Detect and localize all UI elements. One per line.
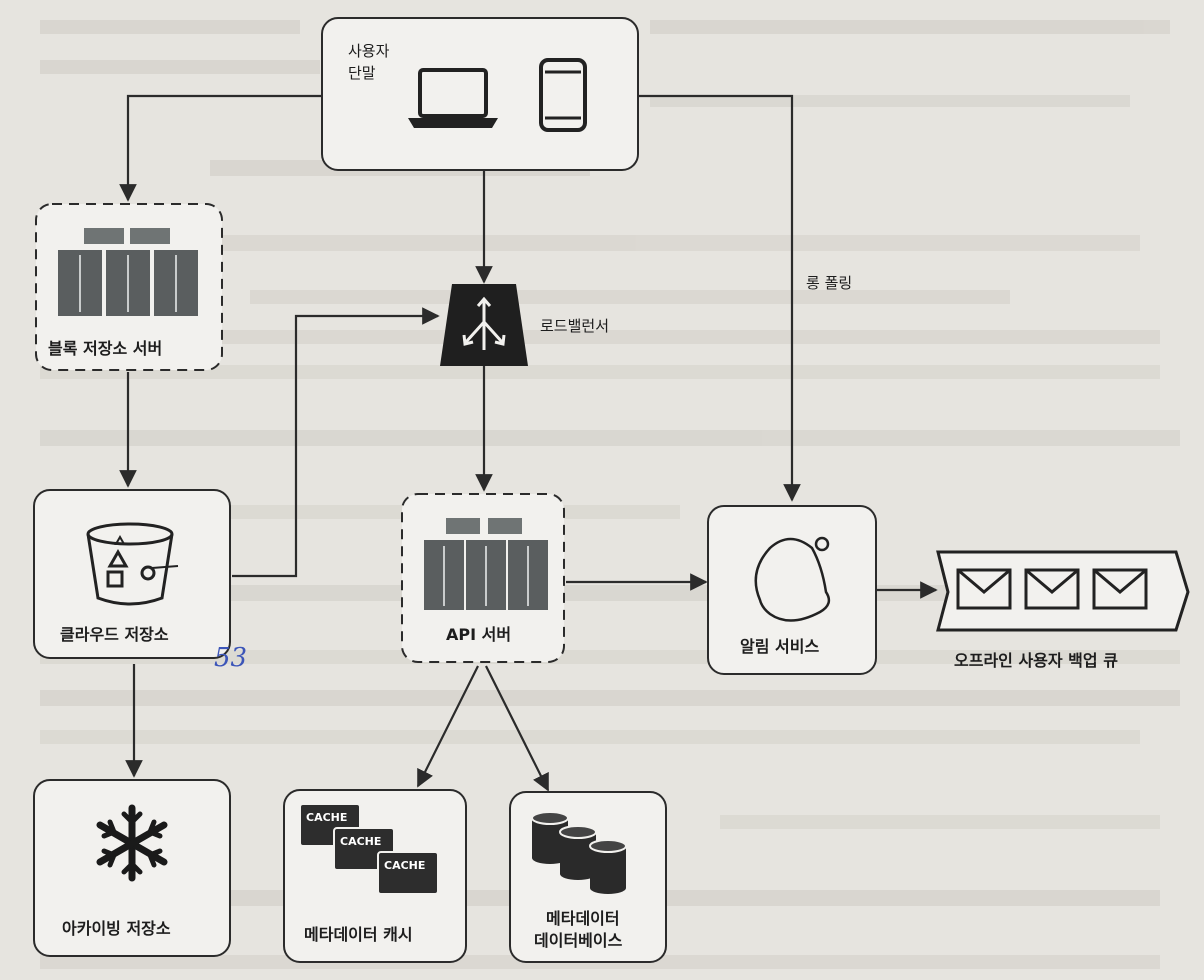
bell-icon	[754, 536, 831, 622]
snowflake-icon	[96, 804, 168, 882]
api-server-node: API 서버	[401, 493, 565, 663]
envelope-icon	[1092, 568, 1148, 610]
user-device-label-line1: 사용자	[348, 42, 390, 60]
load-balancer-label: 로드밸런서	[540, 317, 609, 335]
edge-device-to-block-storage	[119, 94, 322, 202]
offline-queue-node: 오프라인 사용자 백업 큐	[936, 550, 1190, 670]
edge-api-to-db	[485, 665, 549, 792]
long-polling-label: 롱 폴링	[806, 274, 852, 292]
user-device-node: 사용자 단말	[321, 17, 639, 171]
metadata-cache-node: CACHE CACHE CACHE 메타데이터 캐시	[283, 789, 467, 963]
cloud-storage-label: 클라우드 저장소	[60, 625, 169, 644]
edge-cloud-to-load-balancer	[232, 307, 440, 578]
metadata-cache-label: 메타데이터 캐시	[304, 925, 413, 944]
cache-card-text: CACHE	[384, 859, 425, 872]
server-rack-icon	[424, 518, 548, 610]
api-server-label: API 서버	[446, 625, 511, 644]
cache-stack-icon: CACHE CACHE CACHE	[299, 803, 439, 895]
metadata-db-label-line1: 메타데이터	[546, 909, 620, 928]
cache-card-text: CACHE	[340, 835, 381, 848]
cache-card-text: CACHE	[306, 811, 347, 824]
smartphone-icon	[539, 58, 587, 132]
metadata-db-node: 메타데이터 데이터베이스	[509, 791, 667, 963]
laptop-icon	[408, 68, 498, 128]
notification-label: 알림 서비스	[740, 637, 819, 656]
notification-node: 알림 서비스	[707, 505, 877, 675]
block-storage-node: 블록 저장소 서버	[35, 203, 223, 371]
user-device-label-line2: 단말	[348, 64, 376, 82]
cloud-storage-node: 클라우드 저장소	[33, 489, 231, 659]
edges	[119, 94, 938, 792]
edge-device-to-notification	[638, 94, 801, 502]
edge-api-to-cache	[417, 665, 479, 788]
archive-storage-label: 아카이빙 저장소	[62, 919, 171, 938]
offline-queue-label: 오프라인 사용자 백업 큐	[954, 651, 1118, 670]
database-icon	[531, 811, 627, 894]
load-balancer-node: 로드밸런서	[440, 284, 609, 366]
handwritten-annotation: 53	[214, 643, 247, 673]
archive-storage-node: 아카이빙 저장소	[33, 779, 231, 957]
server-rack-icon	[58, 228, 198, 316]
metadata-db-label-line2: 데이터베이스	[534, 931, 623, 950]
envelope-icon	[956, 568, 1012, 610]
envelope-icon	[1024, 568, 1080, 610]
block-storage-label: 블록 저장소 서버	[48, 339, 162, 358]
bucket-icon	[86, 522, 179, 606]
